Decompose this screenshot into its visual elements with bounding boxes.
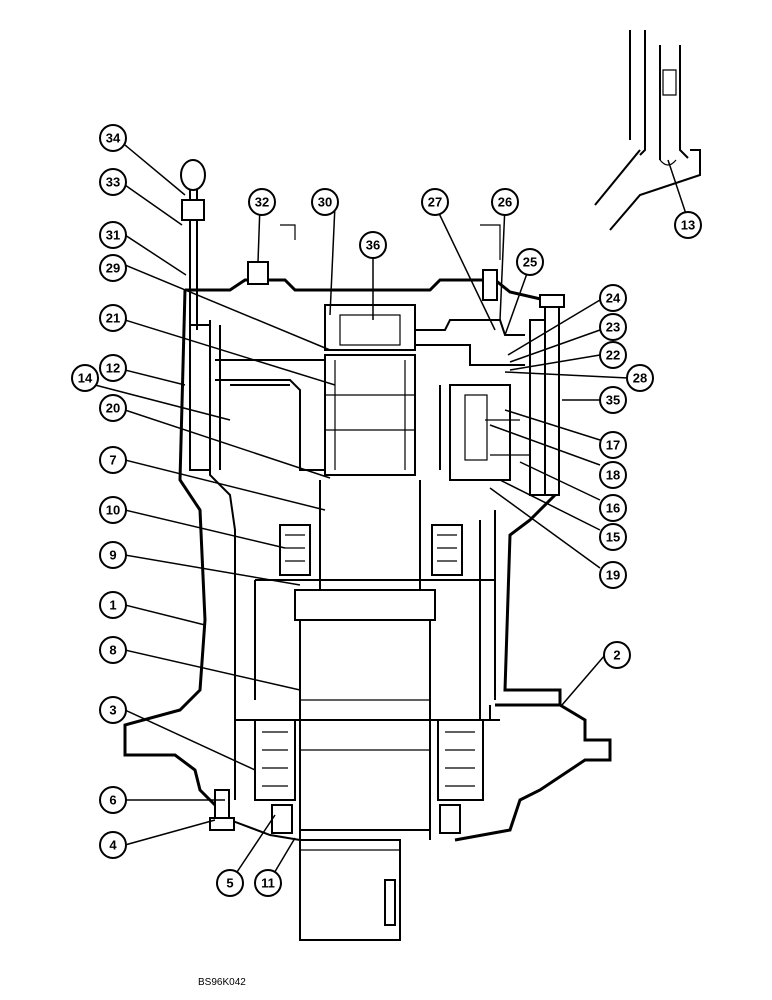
svg-text:1: 1 [109,598,116,613]
callout-23: 23 [599,313,627,341]
callout-15: 15 [599,523,627,551]
callout-12: 12 [99,354,127,382]
svg-text:2: 2 [613,648,620,663]
callout-3: 3 [99,696,127,724]
callout-24: 24 [599,284,627,312]
callout-4: 4 [99,831,127,859]
callout-35: 35 [599,386,627,414]
svg-text:25: 25 [523,255,537,270]
svg-text:6: 6 [109,793,116,808]
callout-18: 18 [599,461,627,489]
callout-5: 5 [216,869,244,897]
callout-21: 21 [99,304,127,332]
svg-text:28: 28 [633,371,647,386]
callout-11: 11 [254,869,282,897]
callout-36: 36 [359,231,387,259]
svg-text:12: 12 [106,361,120,376]
callout-9: 9 [99,541,127,569]
svg-text:33: 33 [106,175,120,190]
svg-text:21: 21 [106,311,120,326]
svg-text:22: 22 [606,348,620,363]
callout-31: 31 [99,221,127,249]
callout-19: 19 [599,561,627,589]
callout-28: 28 [626,364,654,392]
callout-25: 25 [516,248,544,276]
callout-14: 14 [71,364,99,392]
leader-lines [94,144,689,881]
svg-text:23: 23 [606,320,620,335]
callout-17: 17 [599,431,627,459]
svg-text:26: 26 [498,195,512,210]
svg-text:14: 14 [78,371,93,386]
svg-text:30: 30 [318,195,332,210]
svg-text:13: 13 [681,218,695,233]
svg-text:19: 19 [606,568,620,583]
svg-text:3: 3 [109,703,116,718]
callout-16: 16 [599,494,627,522]
callout-6: 6 [99,786,127,814]
svg-text:16: 16 [606,501,620,516]
inset-detail-13 [594,30,701,231]
svg-text:9: 9 [109,548,116,563]
callout-2: 2 [603,641,631,669]
svg-text:18: 18 [606,468,620,483]
callout-8: 8 [99,636,127,664]
svg-text:29: 29 [106,261,120,276]
svg-text:11: 11 [261,876,275,891]
planetary-gear-section [189,224,565,496]
svg-text:32: 32 [255,195,269,210]
svg-text:5: 5 [226,876,233,891]
svg-text:31: 31 [106,228,120,243]
callout-32: 32 [248,188,276,216]
svg-text:20: 20 [106,401,120,416]
callout-29: 29 [99,254,127,282]
callout-20: 20 [99,394,127,422]
callout-7: 7 [99,446,127,474]
svg-text:35: 35 [606,393,620,408]
callout-1: 1 [99,591,127,619]
callout-33: 33 [99,168,127,196]
figure-code: BS96K042 [198,977,246,988]
svg-text:27: 27 [428,195,442,210]
svg-text:36: 36 [366,238,380,253]
callout-13: 13 [674,211,702,239]
svg-text:8: 8 [109,643,116,658]
callout-26: 26 [491,188,519,216]
output-shaft-section [209,480,612,941]
svg-text:34: 34 [106,131,121,146]
svg-text:4: 4 [109,838,117,853]
dipstick [180,159,206,330]
callout-10: 10 [99,496,127,524]
svg-text:7: 7 [109,453,116,468]
callout-22: 22 [599,341,627,369]
callout-30: 30 [311,188,339,216]
svg-text:17: 17 [606,438,620,453]
svg-text:24: 24 [606,291,621,306]
svg-text:10: 10 [106,503,120,518]
callout-27: 27 [421,188,449,216]
callout-34: 34 [99,124,127,152]
svg-text:15: 15 [606,530,620,545]
